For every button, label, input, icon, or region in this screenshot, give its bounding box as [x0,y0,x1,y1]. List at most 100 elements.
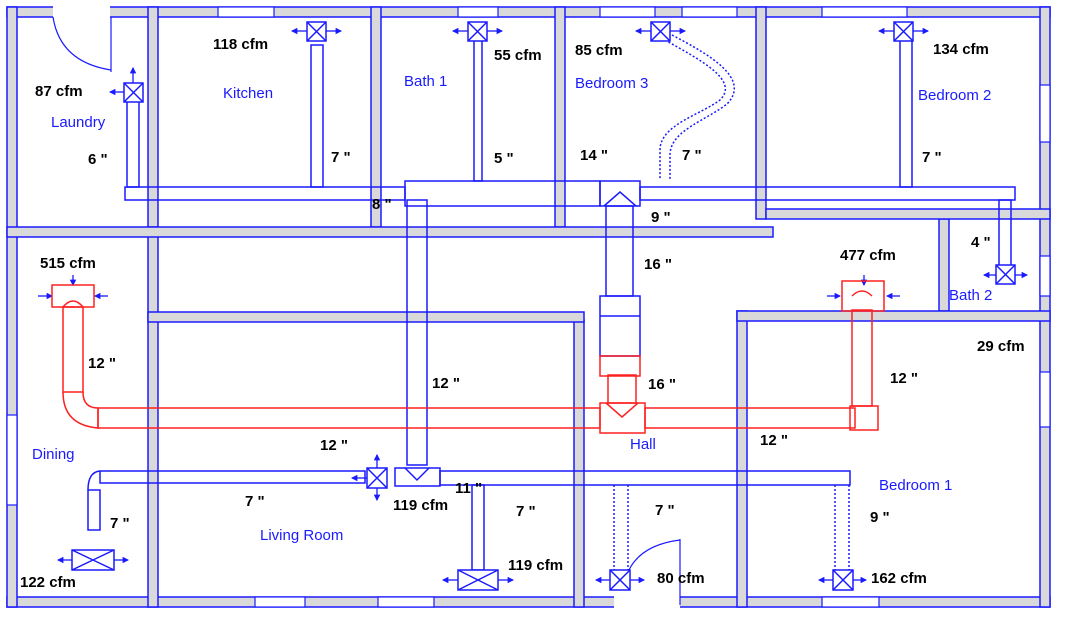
door-swing-hall [627,539,681,573]
room-label-hall: Hall [630,436,656,453]
register-hall [609,569,631,591]
windows [6,6,1051,608]
cfm-bedroom2: 134 cfm [933,41,989,58]
flex-duct-bedroom3 [659,39,727,180]
walls [6,6,1051,608]
plenum-tee-lower [599,402,646,434]
upper-trunk-mid [404,180,601,207]
room-label-bedroom2: Bedroom 2 [918,87,992,104]
flex-duct-bedroom1 [834,485,850,570]
wall-bath1-bedroom3 [554,6,566,228]
room-label-bath1: Bath 1 [404,73,448,90]
window-bath2-east [1039,255,1051,297]
window-bedroom3-b [681,6,738,18]
room-label-dining: Dining [32,446,75,463]
door-swing-laundry [52,16,112,71]
outer-wall-east [1039,6,1051,608]
window-bedroom3-a [599,6,656,18]
door-openings [53,5,680,609]
register-living-left [366,467,388,489]
duct-size-laundry: 6 " [88,151,108,168]
duct-size-living: 7 " [516,503,536,520]
upper-trunk-west [124,186,406,201]
duct-size-supply-drop-living: 12 " [432,375,460,392]
window-kitchen [217,6,275,18]
cfm-return-dining: 515 cfm [40,255,96,272]
return-trunk-east [644,407,856,429]
air-handler-upper [599,295,641,357]
window-bedroom1 [821,596,880,608]
window-bath1 [457,6,499,18]
cfm-hall: 80 cfm [657,570,705,587]
window-bedroom1-east [1039,371,1051,428]
dining-elbow [87,470,101,491]
duct-size-bedroom3: 7 " [682,147,702,164]
cfm-bedroom1: 162 cfm [871,570,927,587]
room-label-bedroom1: Bedroom 1 [879,477,953,494]
cfm-bath1: 55 cfm [494,47,542,64]
wall-kitchen-bath1 [370,6,382,228]
lower-trunk [439,470,851,486]
room-label-bedroom3: Bedroom 3 [575,75,649,92]
register-bath1 [467,21,488,42]
duct-size-return-dining: 12 " [88,355,116,372]
window-living-b [377,596,435,608]
wall-living-north [147,311,585,323]
cfm-living-right: 119 cfm [508,557,564,574]
airflow-arrows [38,27,1029,584]
cfm-living-left: 119 cfm [393,497,449,514]
duct-size-bedroom2: 7 " [922,149,942,166]
supply-registers [71,21,1016,591]
register-bath2 [995,264,1016,285]
register-living-right [457,569,499,591]
supply-duct-system [87,34,1016,571]
duct-size-return-plenum: 16 " [648,376,676,393]
duct-size-lower-trunk-mid: 11 " [455,480,483,497]
register-bedroom3 [650,21,671,42]
room-label-laundry: Laundry [51,114,106,131]
branch-bedroom2 [899,39,913,188]
duct-size-dining-horizontal: 7 " [245,493,265,510]
duct-size-lower-trunk-west: 12 " [320,437,348,454]
wall-bedroom1-north [736,310,1051,322]
wall-dining-living [147,228,159,608]
outer-wall-south [6,596,1051,608]
duct-size-return-trunk-east: 12 " [760,432,788,449]
wall-laundry-kitchen [147,6,159,228]
cfm-return-bedroom1: 477 cfm [840,247,896,264]
duct-size-kitchen: 7 " [331,149,351,166]
branch-bath1 [473,37,483,182]
room-label-bath2: Bath 2 [949,287,993,304]
return-drop-dining [62,306,84,393]
room-label-living-room: Living Room [260,527,344,544]
return-elbow-bedroom1 [849,405,879,431]
lower-tee [394,467,441,487]
branch-dining-horizontal [99,470,366,484]
window-living-a [254,596,306,608]
supply-plenum-riser [605,205,634,297]
duct-size-trunk-west-end: 8 " [372,196,392,213]
cfm-dining: 122 cfm [20,574,76,591]
outer-wall-west [6,6,18,608]
duct-size-hall: 7 " [655,502,675,519]
duct-size-dining-vertical: 7 " [110,515,130,532]
return-trunk [97,407,601,429]
duct-size-trunk-east: 9 " [651,209,671,226]
wall-living-hall [573,319,585,608]
return-grille-bedroom1 [841,280,885,312]
return-grille-dining [51,284,95,308]
duct-size-bedroom1: 9 " [870,509,890,526]
register-bedroom1 [832,569,854,591]
wall-bedroom2-south [765,208,1051,220]
duct-size-bath1: 5 " [494,150,514,167]
upper-trunk-east [639,186,1016,201]
branch-kitchen [310,44,324,188]
air-handler-return [599,355,641,377]
flex-duct-hall [613,485,629,570]
cfm-kitchen: 118 cfm [213,36,269,53]
cfm-bedroom3: 85 cfm [575,42,623,59]
door-swings [52,16,681,605]
duct-size-trunk-bedroom3: 14 " [580,147,608,164]
duct-size-bath2: 4 " [971,234,991,251]
return-plenum-riser [607,374,637,404]
